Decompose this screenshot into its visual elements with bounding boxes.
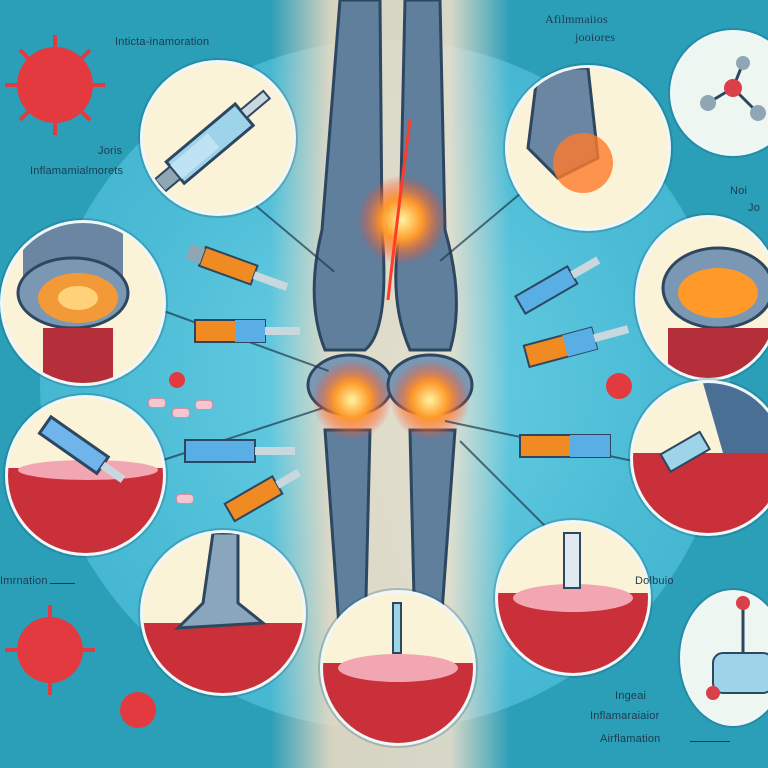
virus-icon (606, 373, 632, 399)
virus-icon (120, 692, 156, 728)
virus-icon (169, 372, 185, 388)
pill-icon (176, 494, 194, 504)
callout-line (50, 583, 75, 584)
syringe-icon (519, 434, 611, 458)
pill-icon (172, 408, 190, 418)
virus-icon (5, 35, 105, 135)
syringe-icon (513, 256, 601, 316)
syringe-icon (522, 325, 630, 369)
label-left-2: Inflamamialmorets (30, 165, 124, 177)
label-left-lower: Imrnation (0, 575, 48, 587)
virus-icon (5, 605, 95, 695)
label-bottom-right-2: Inflamaraiaior (590, 710, 660, 722)
vignette-glove-hand (630, 380, 768, 536)
vignette-syringe-top-left (140, 60, 296, 216)
vignette-syringe-tissue-left (5, 395, 166, 556)
label-right-2: Jo (748, 202, 761, 214)
pill-icon (195, 400, 213, 410)
vignette-foot-xray (140, 530, 306, 696)
label-top-right-1: Afilmmaiios (545, 12, 608, 26)
vignette-molecule-bottom-right (680, 590, 768, 726)
syringe-icon (223, 469, 301, 523)
vignette-syringe-tissue-right (495, 520, 651, 676)
label-right-lower: Dolbuio (635, 575, 674, 587)
label-right-1: Noi (730, 185, 748, 197)
legs-bones (306, 0, 474, 640)
syringe-icon (185, 243, 289, 291)
vignette-molecule-top-right (670, 30, 768, 156)
vignette-ankle-top-right (505, 65, 671, 231)
pill-icon (148, 398, 166, 408)
vignette-knee-left (0, 220, 166, 386)
vignette-syringe-bottom (320, 590, 476, 746)
callout-line (690, 741, 730, 742)
label-bottom-right-1: Ingeai (615, 690, 647, 702)
label-top-right-2: jooiores (575, 30, 616, 44)
label-left-1: Joris (98, 145, 123, 157)
vignette-knee-right (635, 215, 768, 381)
label-top-left: Inticta-inamoration (115, 36, 210, 48)
syringe-icon (184, 439, 295, 463)
label-bottom-right-3: Airflamation (600, 733, 661, 745)
syringe-icon (194, 319, 300, 343)
